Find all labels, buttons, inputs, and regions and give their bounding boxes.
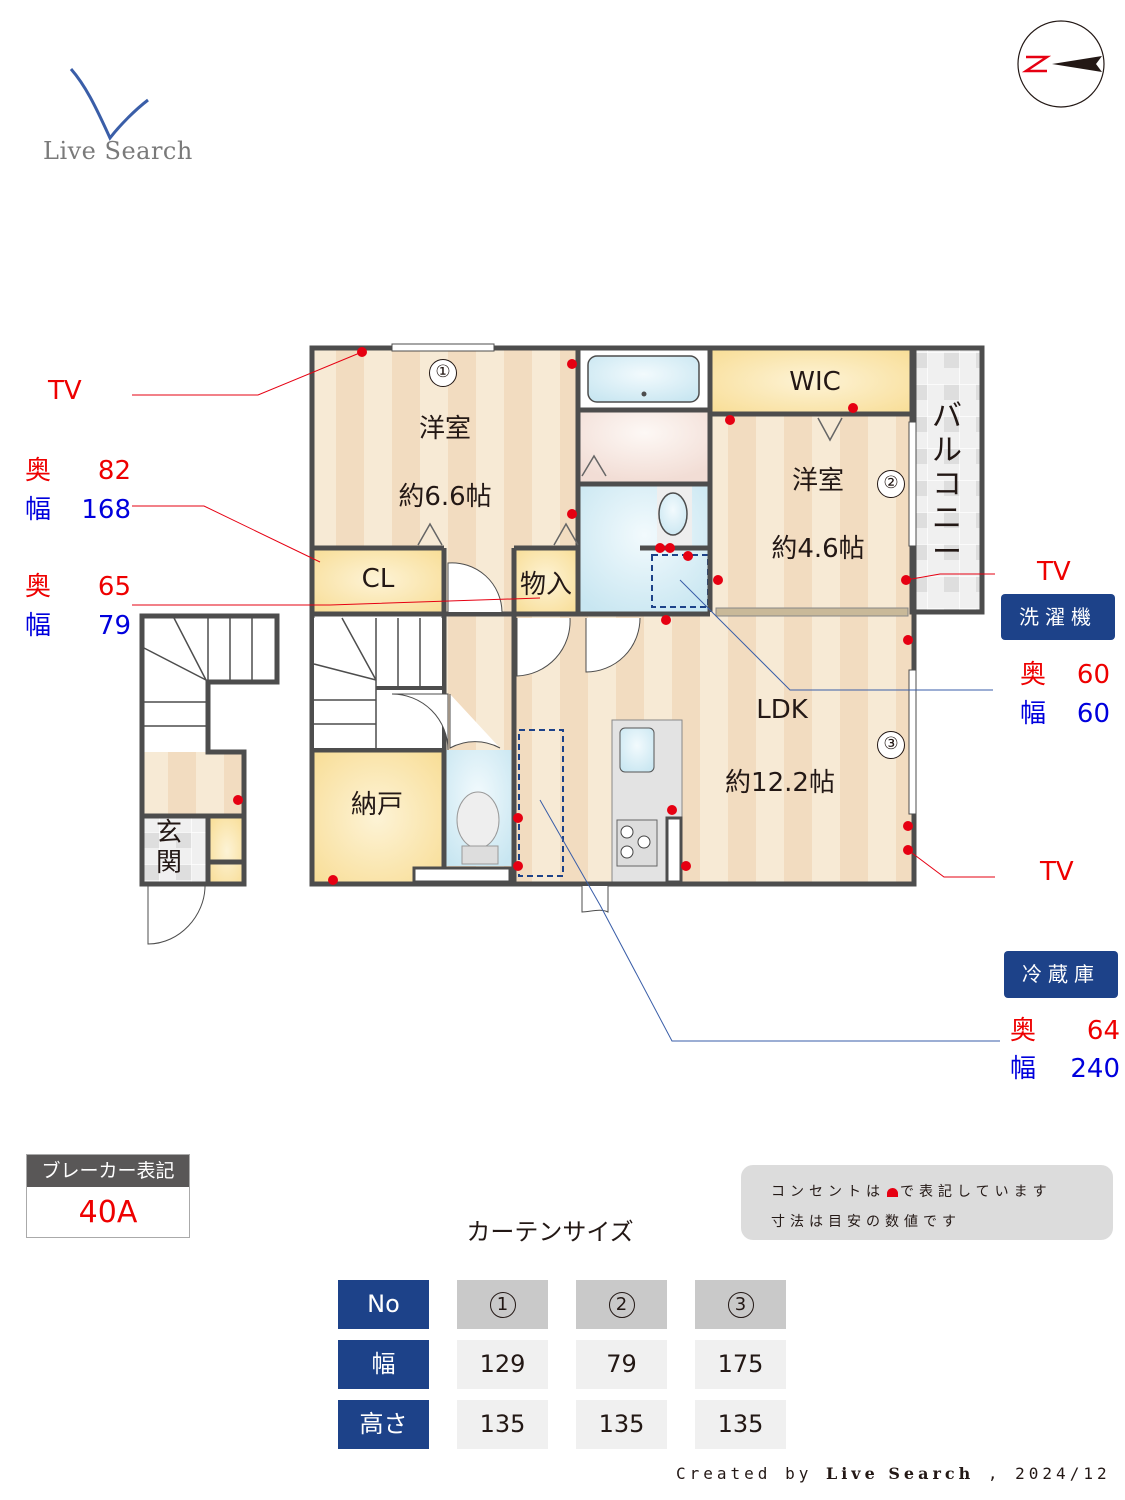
- height-1: 135: [457, 1400, 548, 1449]
- room-western2-size: 約4.6帖: [771, 534, 865, 564]
- height-2: 135: [576, 1400, 667, 1449]
- room-western1-name: 洋室: [418, 414, 471, 444]
- room-balcony-name: バルコニー: [932, 399, 962, 570]
- tv-label-right-top: TV: [1037, 557, 1071, 587]
- curtain-size-title: カーテンサイズ: [466, 1218, 634, 1246]
- room-ldk-size: 約12.2帖: [725, 768, 835, 798]
- breaker-value: 40A: [78, 1195, 138, 1230]
- room-western2-name: 洋室: [791, 466, 844, 496]
- room-western1-size: 約6.6帖: [398, 482, 492, 512]
- window-marker-3: ③: [877, 731, 905, 759]
- tv-label-right-bottom: TV: [1040, 857, 1074, 887]
- width-3: 175: [695, 1340, 786, 1389]
- header-no: No: [338, 1280, 429, 1329]
- outlet-icon: [887, 1187, 898, 1197]
- room-cl-name: CL: [361, 564, 395, 594]
- washer-badge: 洗濯機: [1001, 594, 1115, 640]
- header-height: 高さ: [338, 1400, 429, 1449]
- col-no-1: 1: [457, 1280, 548, 1329]
- room-storage-name: 物入: [519, 570, 572, 600]
- breaker-box: ブレーカー表記 40A: [26, 1154, 190, 1238]
- height-3: 135: [695, 1400, 786, 1449]
- room-wic-name: WIC: [789, 367, 841, 397]
- tv-label-left: TV: [48, 376, 82, 406]
- fridge-badge: 冷蔵庫: [1004, 951, 1118, 998]
- logo-text: Live Search: [43, 137, 193, 165]
- col-no-2: 2: [576, 1280, 667, 1329]
- room-entrance-name: 玄関: [155, 818, 182, 878]
- compass-icon: [1017, 20, 1105, 108]
- breaker-title: ブレーカー表記: [27, 1155, 189, 1187]
- outlet-note: コンセントはで表記しています 寸法は目安の数値です: [741, 1165, 1113, 1240]
- logo-mark: [69, 68, 149, 141]
- room-nando-name: 納戸: [350, 790, 403, 820]
- col-no-3: 3: [695, 1280, 786, 1329]
- window-marker-1: ①: [429, 359, 457, 387]
- width-1: 129: [457, 1340, 548, 1389]
- width-2: 79: [576, 1340, 667, 1389]
- window-marker-2: ②: [877, 470, 905, 498]
- credit-line: Created by Live Search , 2024/12: [676, 1464, 1111, 1483]
- room-ldk-name: LDK: [756, 695, 808, 725]
- header-width: 幅: [338, 1340, 429, 1389]
